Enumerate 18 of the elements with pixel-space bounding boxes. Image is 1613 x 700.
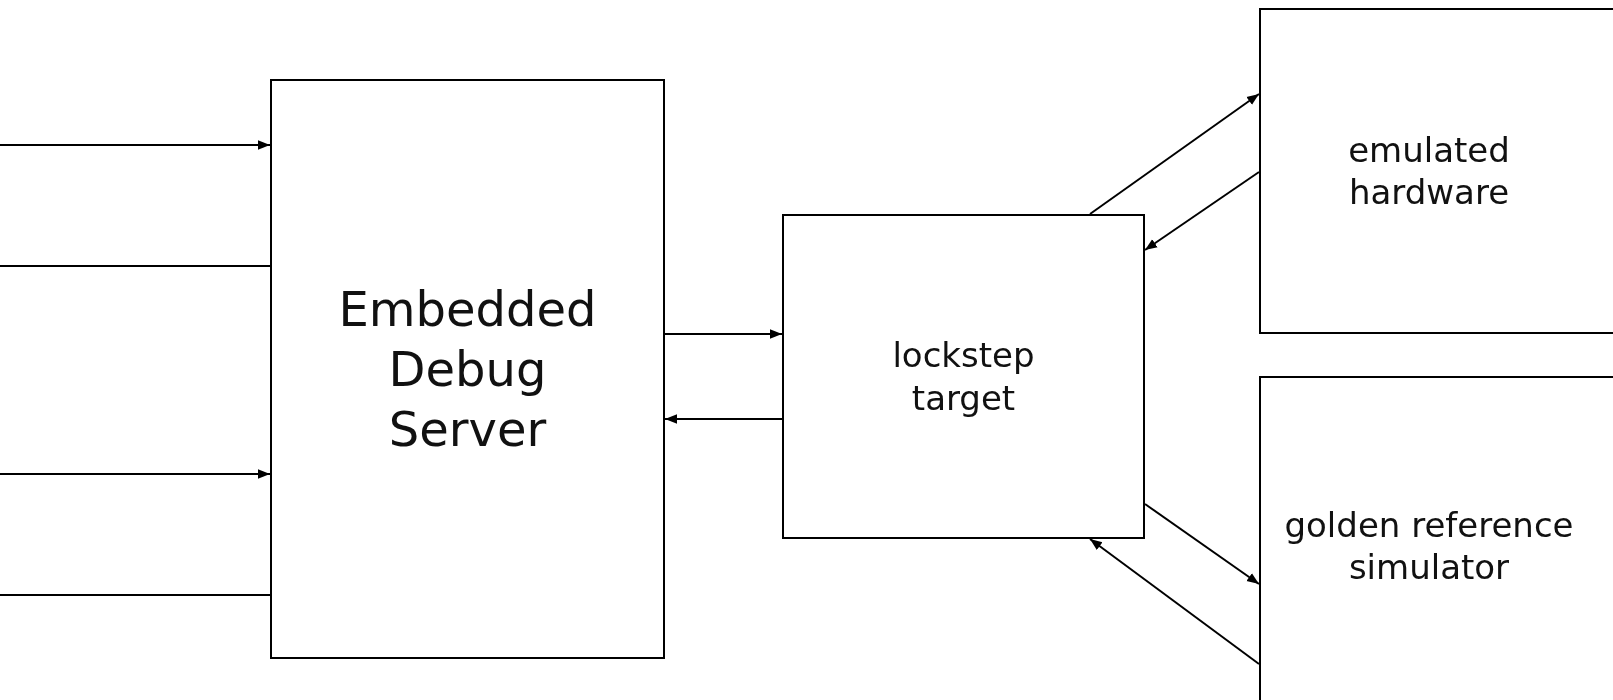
process-box (270, 79, 665, 659)
connector-line (0, 265, 271, 267)
process-box (782, 214, 1145, 539)
box-label: lockstep target (891, 334, 1036, 419)
arrow (0, 469, 271, 479)
arrow (1144, 503, 1260, 585)
connector-line (0, 594, 271, 596)
arrow (0, 140, 271, 150)
box-label: emulated hardware (1347, 128, 1511, 214)
process-box (1259, 8, 1613, 334)
box-label: Embedded Debug Server (337, 280, 598, 459)
process-box (1259, 376, 1613, 700)
box-label: golden reference simulator (1283, 503, 1575, 589)
arrow (1144, 171, 1260, 251)
arrow (664, 414, 783, 424)
arrow (1089, 93, 1260, 215)
arrow (1089, 538, 1260, 665)
arrow (664, 329, 783, 339)
